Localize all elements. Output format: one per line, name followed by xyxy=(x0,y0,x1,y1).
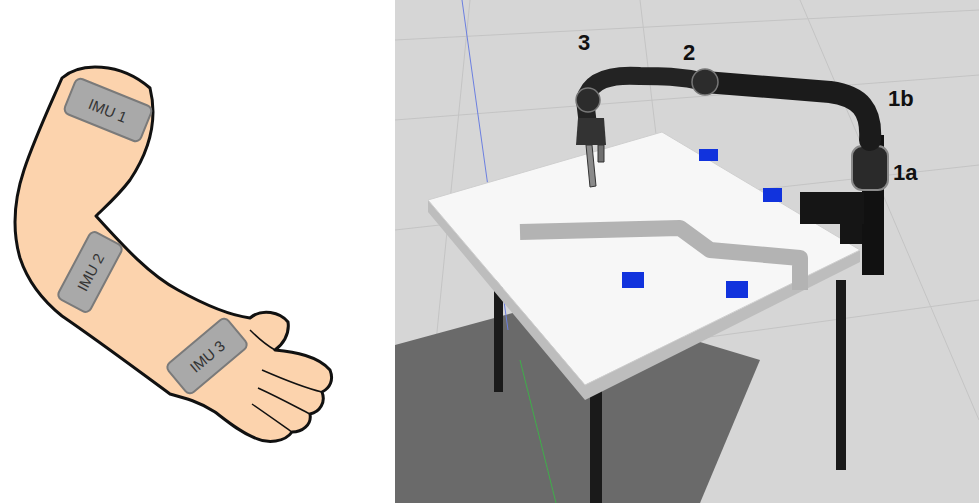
gripper-finger xyxy=(598,145,604,162)
callout-number: 1a xyxy=(893,160,917,186)
grid-line xyxy=(800,0,979,420)
table-leg xyxy=(590,390,602,503)
robot-link xyxy=(705,82,870,140)
thumb-line xyxy=(250,330,275,350)
robot-joint xyxy=(576,88,600,112)
finger-line xyxy=(252,404,292,432)
axis-line xyxy=(520,360,556,503)
scene-background xyxy=(395,0,979,503)
sensor-label: IMU 3 xyxy=(186,337,228,376)
cube xyxy=(763,188,782,202)
cube xyxy=(699,149,718,161)
gripper-finger xyxy=(586,145,596,187)
callout-number: 1b xyxy=(888,86,914,112)
cube xyxy=(726,281,748,298)
finger-line xyxy=(258,388,310,414)
grid-line xyxy=(395,10,979,40)
cube xyxy=(622,272,644,288)
finger-line xyxy=(262,370,322,392)
sensor-box: IMU 1 xyxy=(62,76,155,145)
robot-bracket xyxy=(840,192,862,244)
gripper xyxy=(576,118,606,145)
table-leg xyxy=(836,280,846,470)
floor-grid xyxy=(395,0,979,503)
callout-number: 2 xyxy=(683,40,695,66)
table-top xyxy=(428,132,860,385)
robot-link xyxy=(585,76,705,125)
callout-number: 3 xyxy=(578,30,590,56)
robot-joint xyxy=(692,69,718,95)
sensor-label: IMU 2 xyxy=(73,250,107,293)
sensor-box: IMU 3 xyxy=(164,315,251,397)
sensor-box: IMU 2 xyxy=(55,229,125,316)
sensor-label: IMU 1 xyxy=(86,95,129,126)
joint-ring xyxy=(852,146,888,190)
arm-outline xyxy=(15,67,332,441)
arm-shadow xyxy=(520,228,800,290)
